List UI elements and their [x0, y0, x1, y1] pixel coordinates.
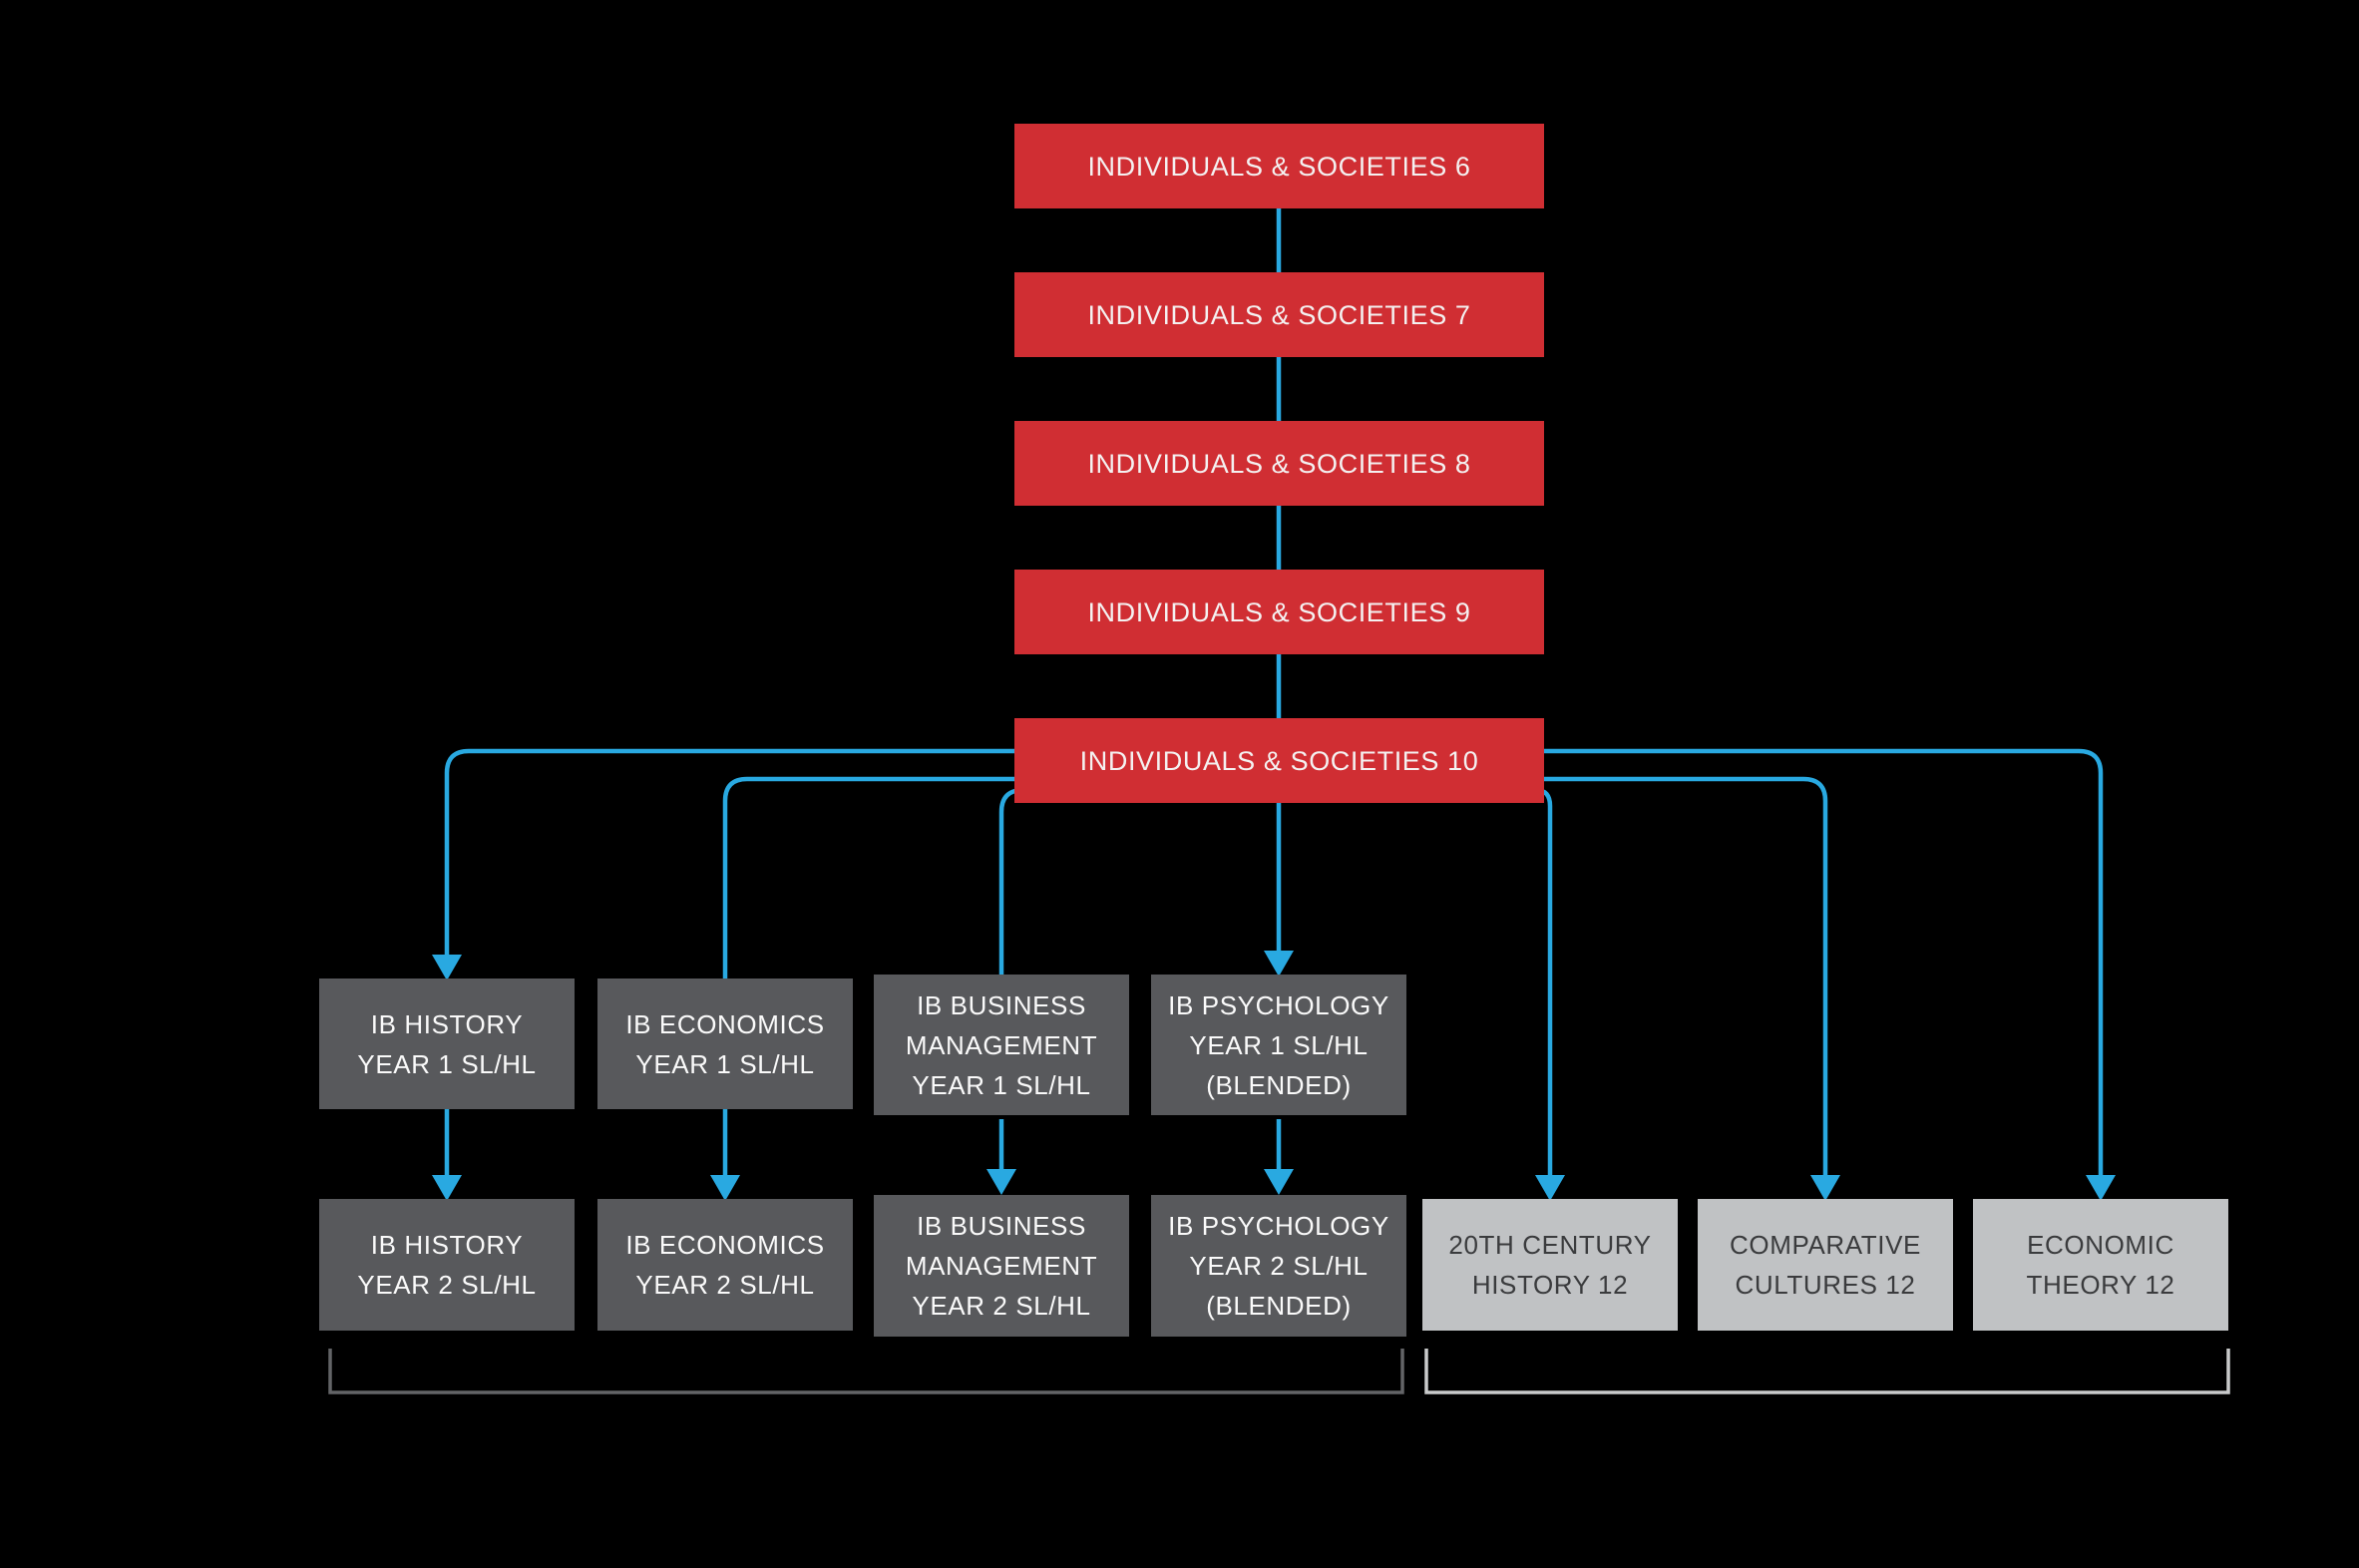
connector-ms10-to-ib-economics-y1 — [722, 776, 1014, 980]
node-individuals-societies-9: INDIVIDUALS & SOCIETIES 9 — [1014, 570, 1544, 654]
connector-ms10-to-20th-century-history — [1535, 787, 1565, 1201]
connector-business-y1-to-y2 — [986, 1119, 1016, 1195]
connector-ms10-to-ib-business-y1 — [998, 787, 1024, 977]
grade12-group-bracket — [1424, 1349, 2230, 1394]
connector-economics-y1-to-y2 — [710, 1109, 740, 1201]
node-ib-history-year2: IB HISTORY YEAR 2 SL/HL — [319, 1199, 575, 1331]
node-individuals-societies-7: INDIVIDUALS & SOCIETIES 7 — [1014, 272, 1544, 357]
node-20th-century-history-12: 20TH CENTURY HISTORY 12 — [1422, 1199, 1678, 1331]
node-ib-history-year1: IB HISTORY YEAR 1 SL/HL — [319, 979, 575, 1109]
node-comparative-cultures-12: COMPARATIVE CULTURES 12 — [1698, 1199, 1953, 1331]
node-ib-psychology-year2: IB PSYCHOLOGY YEAR 2 SL/HL (BLENDED) — [1151, 1195, 1406, 1337]
connector-ms10-to-ib-psychology-y1 — [1264, 803, 1294, 977]
connector-ms10-to-ib-history-y1 — [432, 748, 1014, 980]
node-ib-psychology-year1: IB PSYCHOLOGY YEAR 1 SL/HL (BLENDED) — [1151, 975, 1406, 1115]
connector-psychology-y1-to-y2 — [1264, 1119, 1294, 1195]
connector-history-y1-to-y2 — [432, 1109, 462, 1201]
node-ib-economics-year2: IB ECONOMICS YEAR 2 SL/HL — [597, 1199, 853, 1331]
node-individuals-societies-6: INDIVIDUALS & SOCIETIES 6 — [1014, 124, 1544, 208]
node-ib-business-year1: IB BUSINESS MANAGEMENT YEAR 1 SL/HL — [874, 975, 1129, 1115]
node-economic-theory-12: ECONOMIC THEORY 12 — [1973, 1199, 2228, 1331]
connector-ms10-to-economic-theory — [1544, 748, 2116, 1201]
node-ib-business-year2: IB BUSINESS MANAGEMENT YEAR 2 SL/HL — [874, 1195, 1129, 1337]
ib-dp-group-bracket — [328, 1349, 1404, 1394]
node-individuals-societies-10: INDIVIDUALS & SOCIETIES 10 — [1014, 718, 1544, 803]
node-ib-economics-year1: IB ECONOMICS YEAR 1 SL/HL — [597, 979, 853, 1109]
node-individuals-societies-8: INDIVIDUALS & SOCIETIES 8 — [1014, 421, 1544, 506]
connector-ms10-to-comparative-cultures — [1544, 776, 1840, 1201]
